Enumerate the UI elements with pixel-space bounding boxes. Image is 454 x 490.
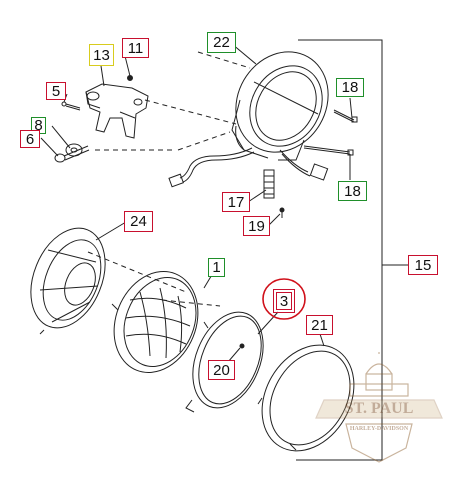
callout-19[interactable]: 19 [243,216,270,236]
callout-5[interactable]: 5 [46,82,66,100]
callout-1[interactable]: 1 [208,258,225,277]
callout-15[interactable]: 15 [408,255,438,275]
callout-22[interactable]: 22 [207,32,236,53]
screw-18-top [333,109,358,123]
callout-3[interactable]: 3 [273,289,295,313]
nut-11 [127,75,133,81]
retaining-ring [185,311,264,413]
watermark-emblem [315,352,443,463]
trim-ring [257,344,355,452]
callout-13[interactable]: 13 [89,44,114,66]
screw-18-bottom [303,145,354,156]
reflector-shell [30,227,106,335]
screw-19 [279,207,285,218]
washer-bolt-6-8 [54,143,90,163]
callout-20[interactable]: 20 [208,360,235,380]
mount-bracket [85,83,149,139]
callout-21[interactable]: 21 [306,315,333,335]
callout-17[interactable]: 17 [222,192,250,212]
wiring-harness [168,147,329,188]
callout-11[interactable]: 11 [122,38,149,58]
callout-24[interactable]: 24 [124,211,153,232]
sealed-beam-lamp [111,271,199,373]
watermark-line2: HARLEY-DAVIDSON [349,426,409,432]
group-bracket-15 [296,39,410,461]
headlamp-housing [231,51,329,161]
callout-18-top[interactable]: 18 [336,78,364,97]
spring-17 [263,169,275,199]
alignment-lines [87,51,251,307]
highlight-circle [262,278,306,320]
watermark-line1: ST. PAUL [344,400,414,417]
callout-6[interactable]: 6 [20,130,40,148]
screw-5 [61,101,81,111]
watermark-logo: ST. PAUL HARLEY-DAVIDSON [306,352,452,470]
callout-18-bottom[interactable]: 18 [338,181,367,201]
